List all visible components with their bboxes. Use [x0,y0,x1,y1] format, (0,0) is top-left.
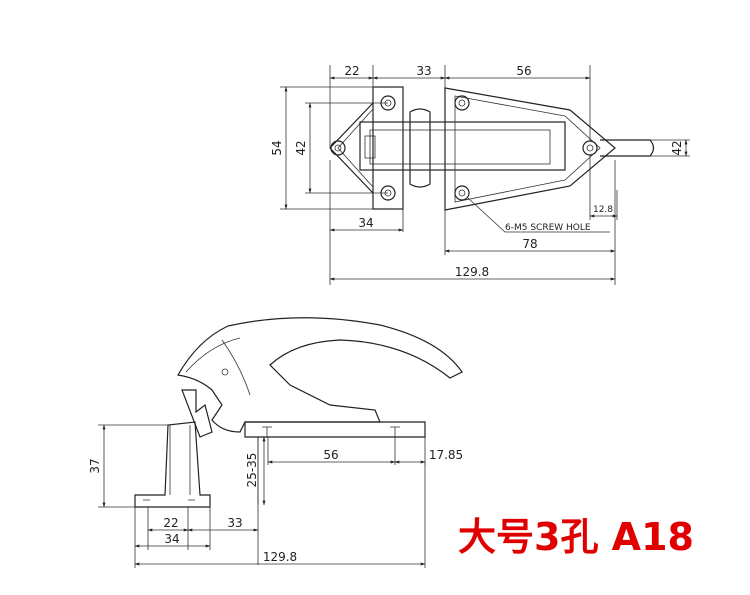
product-label: 大号3孔 A18 [458,515,694,559]
screw-hole [454,185,470,201]
dim-label: 129.8 [263,550,297,564]
dim-label: 33 [416,64,431,78]
handle-profile [177,317,463,433]
leader-line [467,197,610,233]
left-base-plate [372,86,404,210]
dim-label: 34 [358,216,373,230]
screw-hole [330,140,346,156]
base-block [134,421,211,508]
handle-body [444,87,616,211]
latch-tongue [359,121,566,171]
latch-keeper [181,389,213,438]
dim-label: 25-35 [245,453,259,488]
dim-label: 56 [323,448,338,462]
dim-label: 42 [670,140,684,155]
screw-hole [582,140,598,156]
dim-label: 129.8 [455,265,489,279]
right-base-plate [244,421,426,438]
dim-label: 42 [294,140,308,155]
top-view: 22 33 56 54 42 42 34 12.8 78 129.8 6-M5 … [270,64,690,285]
dim-label: 37 [88,458,102,473]
dim-label: 22 [163,516,178,530]
dim-label: 12.8 [593,205,613,215]
screw-hole-note: 6-M5 SCREW HOLE [505,223,591,233]
side-view: 37 25-35 56 17.85 22 33 34 129.8 [88,317,463,568]
dim-label: 33 [227,516,242,530]
dim-label: 78 [522,237,537,251]
dim-label: 22 [344,64,359,78]
dim-label: 34 [164,532,179,546]
dim-label: 54 [270,140,284,155]
screw-hole [454,95,470,111]
dim-label: 17.85 [429,448,463,462]
dim-label: 56 [516,64,531,78]
